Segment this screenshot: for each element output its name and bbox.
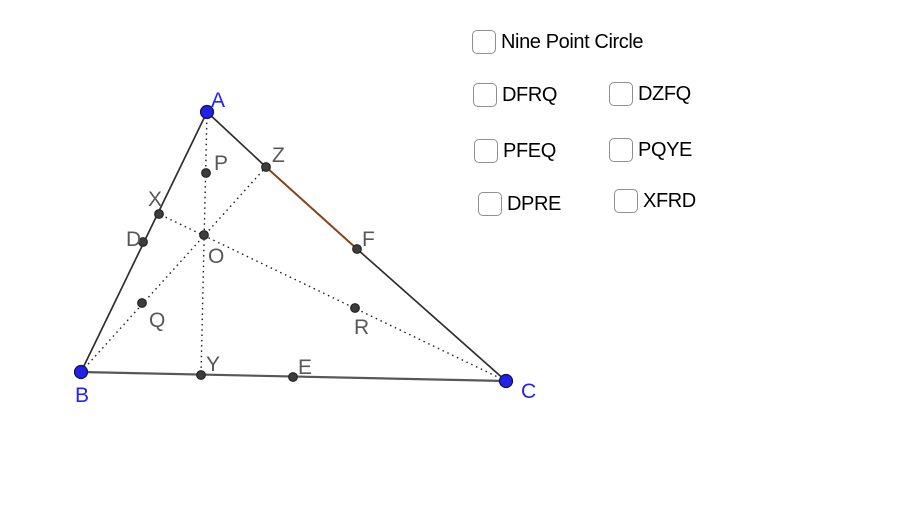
point-E[interactable] — [288, 372, 298, 382]
checkbox-box-dpre[interactable] — [478, 192, 502, 216]
side-FC[interactable] — [356, 248, 507, 382]
checkbox-box-xfrd[interactable] — [614, 189, 638, 213]
point-X[interactable] — [154, 209, 164, 219]
checkbox-label-pfeq: PFEQ — [503, 140, 556, 162]
point-label-O: O — [208, 245, 224, 268]
checkbox-dzfq[interactable]: DZFQ — [609, 82, 691, 106]
point-R[interactable] — [350, 303, 360, 313]
point-label-P: P — [214, 152, 228, 175]
point-P[interactable] — [201, 168, 211, 178]
point-label-Z: Z — [272, 144, 285, 167]
point-label-D: D — [126, 228, 141, 251]
point-label-C: C — [521, 380, 536, 403]
point-B[interactable] — [73, 364, 89, 380]
checkbox-box-dzfq[interactable] — [609, 82, 633, 106]
point-label-F: F — [362, 228, 375, 251]
checkbox-dfrq[interactable]: DFRQ — [473, 83, 557, 107]
segment-ZF[interactable] — [265, 166, 358, 250]
checkbox-dpre[interactable]: DPRE — [478, 192, 561, 216]
point-Q[interactable] — [137, 298, 147, 308]
point-A[interactable] — [199, 104, 215, 120]
altitude-BZ[interactable] — [80, 166, 267, 373]
side-AZ[interactable] — [206, 111, 267, 168]
point-label-Y: Y — [206, 353, 220, 376]
checkbox-label-dzfq: DZFQ — [638, 83, 691, 105]
point-O[interactable] — [199, 230, 209, 240]
checkbox-label-dpre: DPRE — [507, 193, 561, 215]
point-F[interactable] — [352, 244, 362, 254]
checkbox-box-pqye[interactable] — [609, 138, 633, 162]
checkbox-label-xfrd: XFRD — [643, 190, 696, 212]
checkbox-label-dfrq: DFRQ — [502, 84, 558, 106]
point-D[interactable] — [138, 237, 148, 247]
point-label-A: A — [211, 89, 225, 112]
point-label-X: X — [148, 188, 162, 211]
point-Y[interactable] — [196, 370, 206, 380]
checkbox-pqye[interactable]: PQYE — [609, 138, 692, 162]
checkbox-box-pfeq[interactable] — [474, 139, 498, 163]
point-label-E: E — [298, 356, 312, 379]
checkbox-box-nine-point-circle[interactable] — [472, 30, 496, 54]
checkbox-pfeq[interactable]: PFEQ — [474, 139, 556, 163]
checkbox-box-dfrq[interactable] — [473, 83, 497, 107]
point-Z[interactable] — [261, 162, 271, 172]
checkbox-xfrd[interactable]: XFRD — [614, 189, 696, 213]
checkbox-label-pqye: PQYE — [638, 139, 692, 161]
point-label-B: B — [75, 384, 89, 407]
checkbox-nine-point-circle[interactable]: Nine Point Circle — [472, 30, 644, 54]
altitude-AY[interactable] — [200, 111, 208, 376]
point-C[interactable] — [498, 373, 514, 389]
point-label-Q: Q — [149, 309, 165, 332]
checkbox-label-nine-point-circle: Nine Point Circle — [501, 31, 644, 53]
altitude-CX[interactable] — [158, 213, 507, 382]
point-label-R: R — [354, 316, 369, 339]
